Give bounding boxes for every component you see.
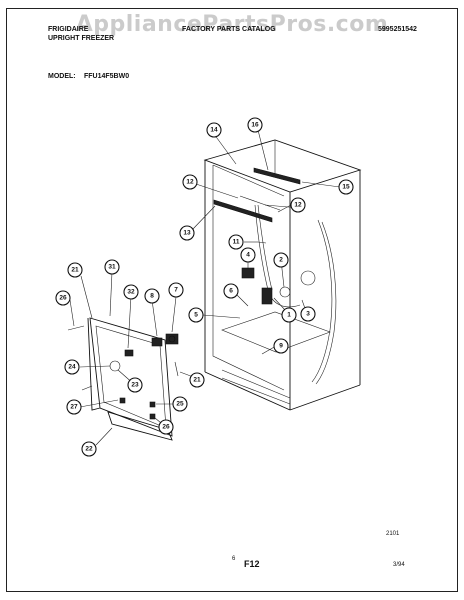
- svg-text:25: 25: [176, 401, 184, 408]
- svg-text:27: 27: [70, 404, 78, 411]
- callout-32: 32: [123, 284, 139, 300]
- svg-text:21: 21: [71, 267, 79, 274]
- revision-date: 3/94: [393, 562, 405, 568]
- callout-21-top: 21: [67, 262, 83, 278]
- svg-text:22: 22: [85, 446, 93, 453]
- callout-14: 15: [338, 179, 354, 195]
- svg-text:31: 31: [108, 264, 116, 271]
- svg-text:8: 8: [150, 293, 154, 300]
- watermark: AppliancePartsPros.com: [75, 12, 389, 37]
- svg-text:32: 32: [127, 289, 135, 296]
- svg-text:23: 23: [131, 382, 139, 389]
- callout-4: 4: [240, 247, 256, 263]
- leader-lines: [69, 129, 341, 446]
- callout-7: 7: [168, 282, 184, 298]
- callout-11: 11: [228, 234, 244, 250]
- page-code: 2101: [386, 531, 400, 537]
- svg-text:12: 12: [186, 179, 194, 186]
- callout-26-bottom: 26: [158, 419, 174, 435]
- product-type: UPRIGHT FREEZER: [48, 35, 115, 42]
- callout-15: 14: [206, 122, 222, 138]
- brand-name: FRIGIDAIRE: [48, 26, 89, 33]
- svg-text:26: 26: [162, 424, 170, 431]
- callout-24: 24: [64, 359, 80, 375]
- callout-27: 27: [66, 399, 82, 415]
- callout-23: 23: [127, 377, 143, 393]
- svg-text:6: 6: [229, 288, 233, 295]
- svg-text:2: 2: [279, 257, 283, 264]
- svg-text:14: 14: [210, 127, 218, 134]
- catalog-title: FACTORY PARTS CATALOG: [182, 26, 276, 33]
- callout-16: 16: [247, 117, 263, 133]
- callout-21-side: 21: [189, 372, 205, 388]
- svg-text:12: 12: [294, 202, 302, 209]
- sheet-number: 6: [232, 556, 236, 562]
- svg-text:3: 3: [306, 311, 310, 318]
- svg-text:13: 13: [183, 230, 191, 237]
- svg-text:21: 21: [193, 377, 201, 384]
- freezer-cabinet: [203, 139, 362, 411]
- svg-text:26: 26: [59, 295, 67, 302]
- callout-2: 2: [273, 252, 289, 268]
- callout-12-upper: 12: [182, 174, 198, 190]
- callout-22: 22: [81, 441, 97, 457]
- svg-text:4: 4: [246, 252, 250, 259]
- svg-text:9: 9: [279, 343, 283, 350]
- callout-6-cabinet: 6: [223, 283, 239, 299]
- callout-13: 13: [179, 225, 195, 241]
- page-border: [6, 8, 458, 592]
- catalog-part-number: 5995251542: [378, 26, 417, 33]
- model-label: MODEL:: [48, 73, 76, 80]
- svg-text:24: 24: [68, 364, 76, 371]
- svg-text:1: 1: [287, 312, 291, 319]
- tubing-and-valve-assembly: [241, 204, 337, 385]
- callout-3: 3: [300, 306, 316, 322]
- callout-9: 9: [273, 338, 289, 354]
- callout-12-lower: 12: [290, 197, 306, 213]
- svg-text:15: 15: [342, 184, 350, 191]
- svg-text:7: 7: [174, 287, 178, 294]
- callout-26-top: 26: [55, 290, 71, 306]
- figure-number: F12: [244, 559, 260, 569]
- svg-text:5: 5: [194, 312, 198, 319]
- callout-8: 8: [144, 288, 160, 304]
- top-bracket-assembly: [213, 167, 301, 223]
- svg-text:16: 16: [251, 122, 259, 129]
- model-number: FFU14F5BW0: [84, 73, 130, 80]
- callout-5: 5: [188, 307, 204, 323]
- callout-25: 25: [172, 396, 188, 412]
- svg-text:11: 11: [233, 239, 240, 246]
- callout-1: 1: [281, 307, 297, 323]
- callout-31: 31: [104, 259, 120, 275]
